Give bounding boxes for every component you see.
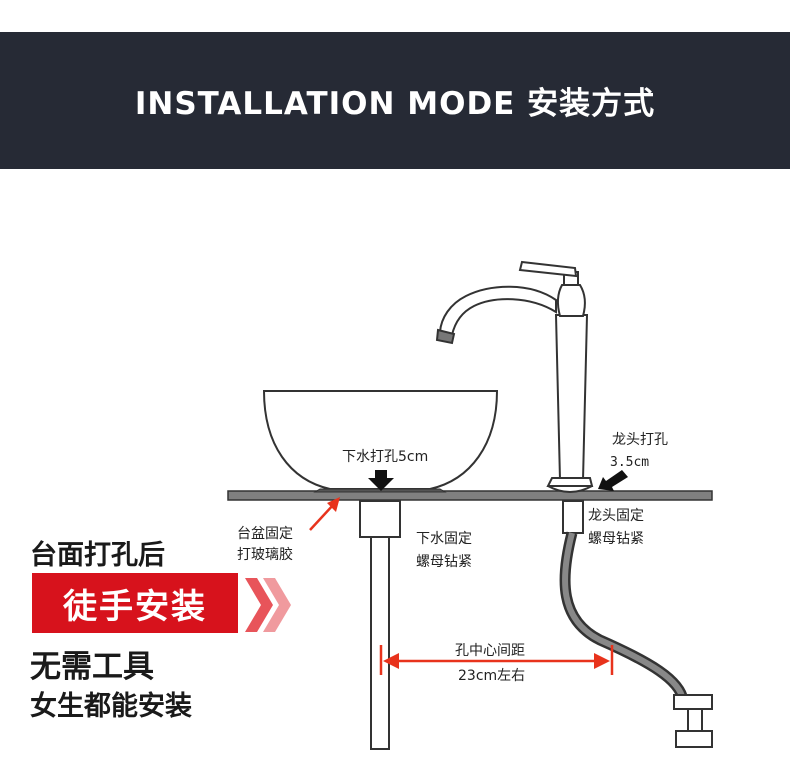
promo-line-1: 台面打孔后 (30, 540, 165, 571)
promo-line-4: 女生都能安装 (30, 691, 192, 722)
basin-fix-label-2: 打玻璃胶 (237, 546, 293, 563)
drain-pipe (370, 536, 390, 750)
drain-hole-label: 下水打孔5cm (342, 448, 428, 465)
faucet-nut-label-1: 龙头固定 (588, 508, 644, 524)
faucet (435, 260, 594, 493)
faucet-nut-label-2: 螺母钻紧 (588, 531, 644, 547)
basin-base (313, 488, 447, 493)
drain-nut-label-2: 螺母钻紧 (416, 554, 472, 570)
drain-nut (359, 500, 401, 538)
distance-label-2: 23cm左右 (458, 668, 525, 684)
distance-label-1: 孔中心间距 (455, 643, 525, 659)
basin-fix-arrow (309, 497, 340, 531)
faucet-hole-label: 龙头打孔 (612, 431, 668, 448)
promo-badge: 徒手安装 (32, 573, 238, 633)
basin-fix-label-1: 台盆固定 (237, 526, 293, 542)
header-banner: INSTALLATION MODE 安装方式 (0, 32, 790, 169)
promo-line-3: 无需工具 (30, 649, 154, 685)
countertop (227, 490, 713, 501)
header-title: INSTALLATION MODE 安装方式 (134, 86, 656, 122)
faucet-hole-size: 3.5cm (610, 455, 649, 470)
drain-nut-label-1: 下水固定 (416, 531, 472, 547)
diagonal-arrow-icon (598, 470, 628, 491)
faucet-nut (562, 500, 584, 534)
distance-dimension (379, 645, 614, 675)
valve-fitting (673, 694, 713, 748)
down-arrow-icon (368, 470, 394, 491)
